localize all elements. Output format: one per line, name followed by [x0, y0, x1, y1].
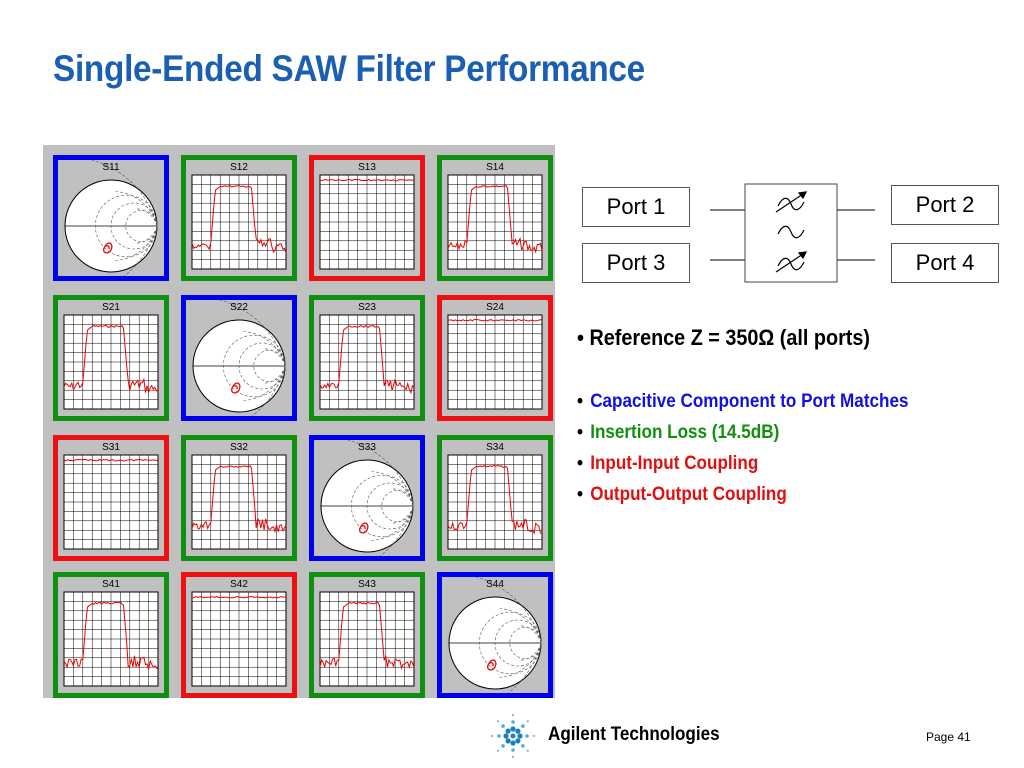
sparam-trace: [63, 458, 159, 462]
sparam-cell-s12: S12: [181, 155, 297, 281]
sparam-label: S22: [230, 302, 248, 313]
sparam-trace: [63, 324, 159, 394]
bullet-text: Insertion Loss (14.5dB): [590, 422, 780, 443]
sparam-trace: [447, 184, 543, 254]
sparam-cell-s14: S14: [437, 155, 553, 281]
sparam-cell-s11: S11: [53, 155, 169, 281]
sparam-trace: [191, 464, 287, 534]
reference-impedance: • Reference Z = 350Ω (all ports): [577, 325, 870, 351]
sparam-trace: [191, 595, 287, 599]
tunable-filter-bottom-icon: [775, 251, 808, 273]
sparam-trace: [63, 601, 159, 670]
sparam-label: S11: [102, 162, 120, 173]
sparam-label: S31: [102, 442, 120, 453]
port-4-box: Port 4: [891, 243, 999, 283]
bullet-dot: •: [577, 422, 583, 443]
sparam-label: S12: [230, 162, 248, 173]
sparam-cell-s44: S44: [437, 572, 553, 698]
bullet-dot: •: [577, 453, 583, 474]
sparam-trace: [447, 318, 543, 322]
sparam-label: S41: [102, 579, 120, 590]
sparam-trace: [319, 324, 415, 395]
sparam-label: S21: [102, 302, 120, 313]
sparam-cell-s31: S31: [53, 435, 169, 561]
sparam-plot-s34: [447, 454, 543, 550]
sparam-label: S32: [230, 442, 248, 453]
port-2-box: Port 2: [891, 185, 999, 225]
s-parameter-matrix: S11 S12 S13 S14 S21 S22 S23 S24 S31 S32 …: [43, 145, 555, 698]
sparam-cell-s33: S33: [309, 435, 425, 561]
sparam-label: S13: [358, 162, 376, 173]
page-title: Single-Ended SAW Filter Performance: [53, 48, 645, 89]
sparam-cell-s34: S34: [437, 435, 553, 561]
sparam-plot-s12: [191, 174, 287, 270]
sparam-cell-s22: S22: [181, 295, 297, 421]
sparam-plot-s24: [447, 314, 543, 410]
sparam-trace: [447, 464, 543, 535]
sparam-cell-s24: S24: [437, 295, 553, 421]
reference-text: Reference Z = 350Ω (all ports): [589, 325, 870, 350]
sparam-cell-s41: S41: [53, 572, 169, 698]
sparam-label: S34: [486, 442, 504, 453]
sparam-plot-s42: [191, 591, 287, 687]
sparam-label: S33: [358, 442, 376, 453]
port-3-box: Port 3: [582, 243, 690, 283]
sparam-trace: [319, 601, 415, 670]
page-number: Page 41: [926, 730, 971, 744]
bullet-dot: •: [577, 325, 584, 350]
bullet-input-coupling: • Input-Input Coupling: [577, 453, 758, 475]
sparam-label: S23: [358, 302, 376, 313]
bullet-dot: •: [577, 391, 583, 412]
sparam-cell-s21: S21: [53, 295, 169, 421]
bullet-text: Output-Output Coupling: [590, 484, 787, 505]
sparam-plot-s23: [319, 314, 415, 410]
sparam-cell-s13: S13: [309, 155, 425, 281]
sparam-label: S44: [486, 579, 504, 590]
sparam-plot-s11: [64, 160, 158, 276]
sparam-cell-s42: S42: [181, 572, 297, 698]
filter-coupler-diagram: [710, 183, 875, 283]
tunable-filter-top-icon: [775, 191, 808, 213]
company-name: Agilent Technologies: [548, 724, 720, 745]
port-1-box: Port 1: [582, 187, 690, 227]
bullet-dot: •: [577, 484, 583, 505]
sparam-label: S43: [358, 579, 376, 590]
sparam-plot-s13: [319, 174, 415, 270]
sine-coupling-icon: [777, 225, 805, 239]
sparam-cell-s43: S43: [309, 572, 425, 698]
bullet-text: Capacitive Component to Port Matches: [590, 391, 909, 412]
bullet-capacitive: • Capacitive Component to Port Matches: [577, 391, 908, 413]
sparam-cell-s23: S23: [309, 295, 425, 421]
sparam-trace: [319, 178, 415, 182]
sparam-cell-s32: S32: [181, 435, 297, 561]
sparam-trace: [191, 184, 287, 254]
agilent-spark-logo-icon: [491, 714, 535, 758]
sparam-plot-s22: [192, 300, 286, 416]
sparam-label: S42: [230, 579, 248, 590]
sparam-plot-s14: [447, 174, 543, 270]
sparam-plot-s41: [63, 591, 159, 687]
sparam-plot-s43: [319, 591, 415, 687]
sparam-plot-s33: [320, 440, 414, 556]
sparam-plot-s44: [448, 577, 542, 693]
bullet-insertion-loss: • Insertion Loss (14.5dB): [577, 422, 779, 444]
sparam-label: S24: [486, 302, 504, 313]
bullet-output-coupling: • Output-Output Coupling: [577, 484, 787, 506]
sparam-plot-s31: [63, 454, 159, 550]
sparam-plot-s32: [191, 454, 287, 550]
sparam-plot-s21: [63, 314, 159, 410]
sparam-label: S14: [486, 162, 504, 173]
bullet-text: Input-Input Coupling: [590, 453, 759, 474]
